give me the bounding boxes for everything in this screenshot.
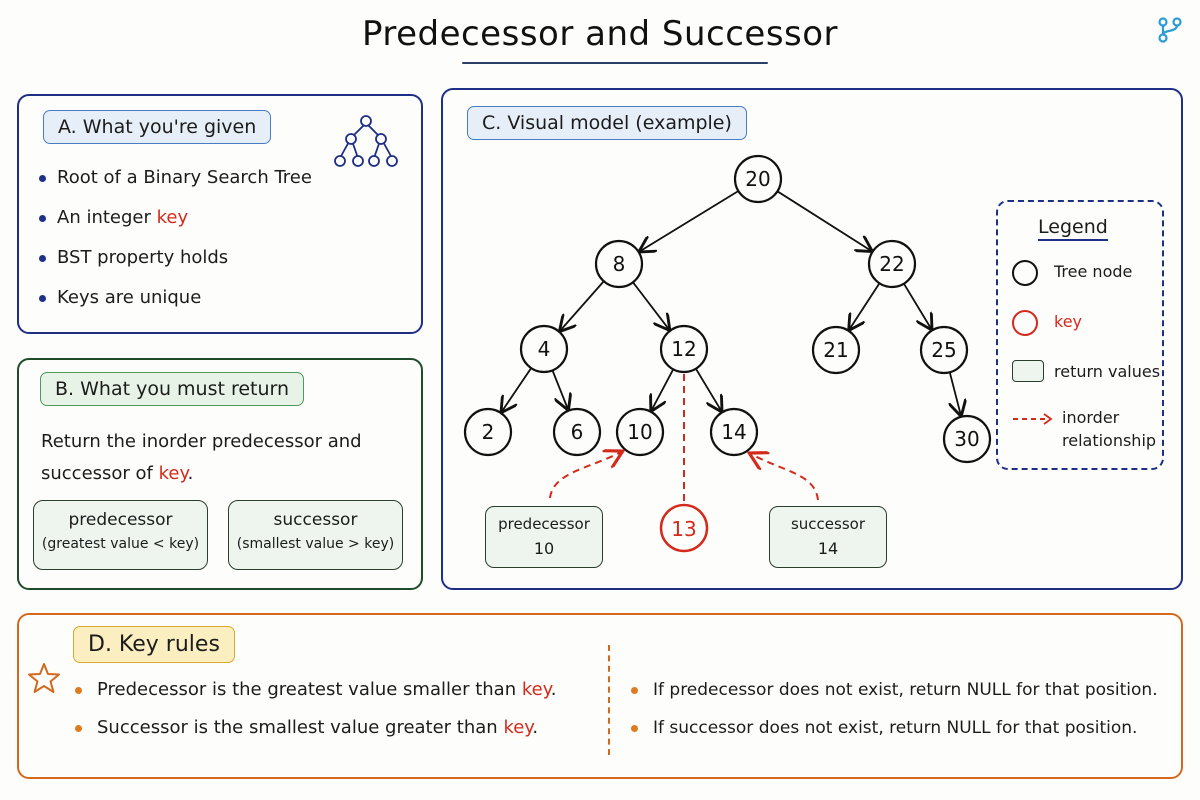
tree-node-22: 22 — [867, 239, 917, 289]
list-item: If predecessor does not exist, return NU… — [631, 675, 1158, 713]
tree-node-circle — [463, 407, 513, 457]
tree-edge-25-30 — [950, 372, 961, 415]
predecessor-box: predecessor (greatest value < key) — [33, 500, 208, 570]
tree-node-6: 6 — [552, 407, 602, 457]
panel-c-tag: C. Visual model (example) — [467, 106, 747, 140]
legend-title: Legend — [1038, 216, 1108, 241]
list-item: Successor is the smallest value greater … — [75, 713, 557, 751]
panel-b-tag: B. What you must return — [40, 372, 305, 406]
dashed-arrow-icon — [1013, 413, 1053, 425]
key-highlight: key — [503, 717, 533, 738]
panel-return: B. What you must return Return the inord… — [17, 358, 423, 590]
tree-node-20: 20 — [733, 154, 783, 204]
key-highlight: key — [156, 207, 189, 228]
rules-right: If predecessor does not exist, return NU… — [631, 675, 1158, 751]
tree-edge-20-22 — [776, 190, 870, 250]
tree-node-circle — [594, 239, 644, 289]
key-highlight: key — [158, 463, 188, 484]
panel-visual-model: C. Visual model (example) 20 8 22 4 12 21 25 2 6… — [441, 88, 1183, 590]
list-item: If successor does not exist, return NULL… — [631, 713, 1158, 751]
list-item: Predecessor is the greatest value smalle… — [75, 675, 557, 713]
branch-logo-icon — [1158, 17, 1182, 43]
tree-node-label: 12 — [671, 337, 696, 361]
list-item: An integer key — [39, 204, 312, 244]
tree-edge-20-8 — [640, 190, 739, 251]
successor-result-box: successor 14 — [769, 506, 887, 568]
return-description: Return the inorder predecessor and succe… — [41, 431, 362, 484]
tree-node-circle — [942, 414, 992, 464]
tree-edge-22-21 — [850, 282, 881, 329]
tree-node-label: 25 — [931, 338, 956, 362]
bst-diagram: 20 8 22 4 12 21 25 2 6 10 14 30 13 — [463, 154, 992, 553]
panel-a-tag: A. What you're given — [43, 110, 272, 144]
rules-divider — [608, 645, 610, 755]
tree-edge-4-6 — [551, 370, 567, 408]
list-item: BST property holds — [39, 244, 312, 284]
tree-node-circle — [811, 325, 861, 375]
key-highlight: key — [521, 679, 551, 700]
key-circle-icon — [1012, 310, 1038, 336]
legend: Legend Tree node key return values inord… — [996, 200, 1164, 470]
panel-key-rules: D. Key rules Predecessor is the greatest… — [17, 613, 1183, 779]
tree-node-10: 10 — [615, 407, 665, 457]
return-box-icon — [1012, 360, 1044, 382]
tree-node-label: 10 — [627, 420, 652, 444]
tree-node-label: 2 — [482, 420, 495, 444]
tree-node-21: 21 — [811, 325, 861, 375]
tree-node-25: 25 — [919, 325, 969, 375]
list-item: Keys are unique — [39, 284, 312, 324]
tree-edge-8-12 — [632, 281, 669, 329]
tree-node-label: 8 — [613, 252, 626, 276]
tree-node-2: 2 — [463, 407, 513, 457]
tree-node-circle — [867, 239, 917, 289]
tree-edge-8-4 — [561, 280, 605, 330]
tree-node-circle — [659, 324, 709, 374]
tree-edge-12-14 — [695, 368, 721, 411]
page-title: Predecessor and Successor — [361, 14, 839, 54]
tree-node-12: 12 — [659, 324, 709, 374]
tree-node-circle — [519, 324, 569, 374]
tree-node-circle — [919, 325, 969, 375]
tree-node-30: 30 — [942, 414, 992, 464]
tree-node-4: 4 — [519, 324, 569, 374]
panel-d-tag: D. Key rules — [73, 626, 235, 663]
tree-edge-4-2 — [502, 367, 532, 411]
given-list: Root of a Binary Search Tree An integer … — [39, 164, 312, 324]
star-icon — [28, 663, 60, 693]
predecessor-result-box: predecessor 10 — [485, 506, 603, 568]
tree-node-label: 22 — [879, 252, 904, 276]
key-node-circle — [659, 503, 709, 553]
tree-node-label: 4 — [538, 337, 551, 361]
panel-given: A. What you're given Root of a Binary Se… — [17, 94, 423, 334]
node-circle-icon — [1012, 260, 1038, 286]
tree-node-circle — [615, 407, 665, 457]
tree-edge-22-25 — [903, 283, 931, 329]
tree-node-label: 21 — [823, 338, 848, 362]
title-underline — [462, 62, 768, 64]
tree-node-circle — [552, 407, 602, 457]
tree-node-label: 30 — [954, 427, 979, 451]
successor-arrow — [751, 454, 819, 501]
successor-box: successor (smallest value > key) — [228, 500, 403, 570]
key-node-label: 13 — [671, 517, 696, 541]
tree-node-8: 8 — [594, 239, 644, 289]
tree-node-label: 6 — [571, 420, 584, 444]
tree-node-circle — [709, 407, 759, 457]
tree-edge-12-10 — [652, 368, 675, 410]
tree-node-label: 14 — [721, 420, 746, 444]
list-item: Root of a Binary Search Tree — [39, 164, 312, 204]
rules-left: Predecessor is the greatest value smalle… — [75, 675, 557, 751]
tree-node-label: 20 — [745, 167, 770, 191]
tree-icon — [334, 115, 398, 167]
tree-node-14: 14 — [709, 407, 759, 457]
predecessor-arrow — [549, 452, 621, 499]
tree-node-circle — [733, 154, 783, 204]
